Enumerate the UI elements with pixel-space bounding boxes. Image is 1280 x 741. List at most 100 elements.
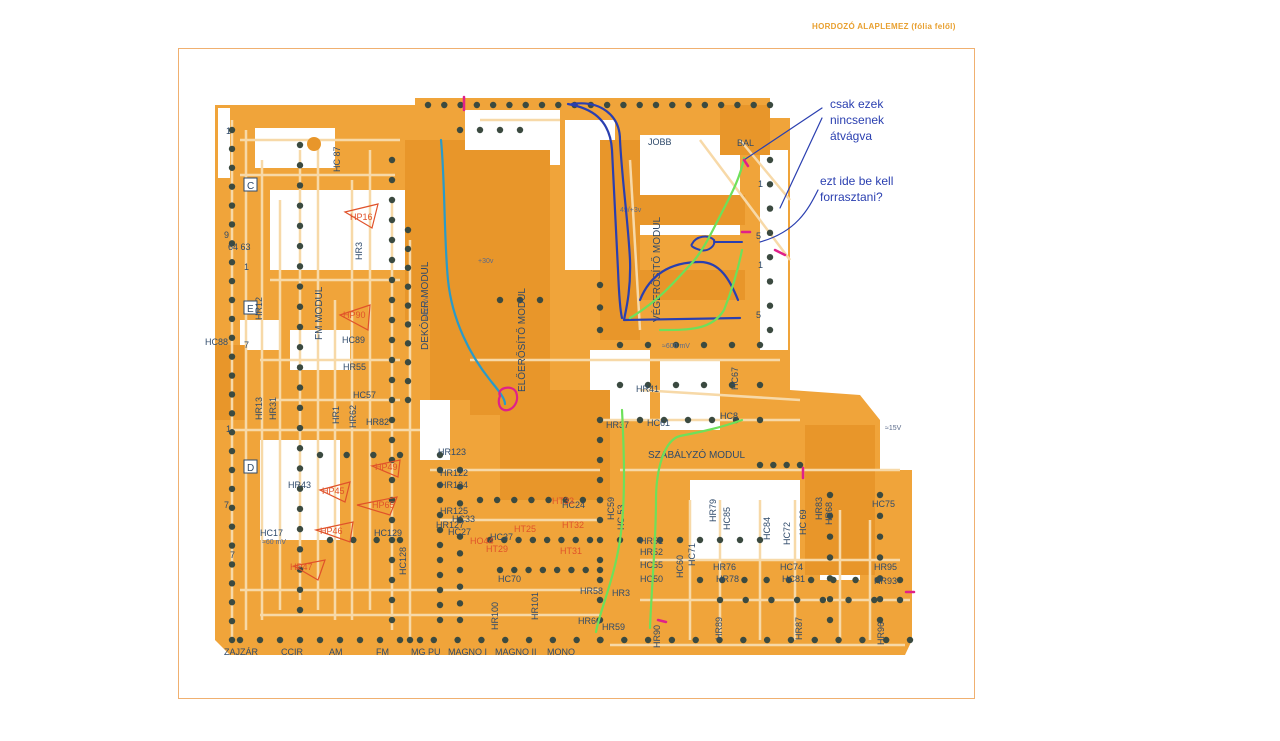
input-label-2: AM	[329, 647, 343, 657]
component-label-red-5: HP46	[320, 526, 343, 536]
input-label-6: MAGNO II	[495, 647, 537, 657]
component-label-48: HC74	[780, 562, 803, 572]
pin-1e: 1	[758, 260, 763, 270]
component-label-14: HC129	[374, 528, 402, 538]
component-label-49: HC81	[782, 574, 805, 584]
component-label-red-2: HP49	[375, 462, 398, 472]
eloerosito-module-label: ELŐERŐSÍTŐ MODUL	[514, 288, 528, 392]
component-label-61: HR101	[530, 592, 540, 620]
magenta-ring	[497, 386, 519, 412]
pin-5b: 5	[756, 310, 761, 320]
input-label-1: CCIR	[281, 647, 303, 657]
component-label-10: HR13	[254, 397, 264, 420]
letter-boxes	[243, 177, 258, 474]
input-label-4: MG PU	[411, 647, 441, 657]
voltage-49v: 49/+3v	[620, 207, 642, 214]
pin-7b: 7	[224, 500, 229, 510]
component-label-34: HC55	[640, 560, 663, 570]
component-label-22: HC27	[448, 527, 471, 537]
component-label-18: HR122	[440, 468, 468, 478]
blue-wire-2	[570, 102, 742, 322]
component-label-red-1: HP90	[343, 310, 366, 320]
component-label-17: HR123	[438, 447, 466, 457]
pin-1a: 1	[226, 126, 231, 136]
component-label-15: HC128	[398, 547, 408, 575]
copper-pours	[215, 105, 875, 575]
component-label-red-10: HT31	[560, 546, 582, 556]
input-label-3: FM	[376, 647, 389, 657]
component-label-5: HR55	[343, 362, 366, 372]
pin-7c: 7	[230, 550, 235, 560]
component-label-28: HC8	[720, 411, 738, 421]
component-label-59: HC70	[498, 574, 521, 584]
annotation-wires	[439, 102, 823, 634]
component-label-31: HC67	[730, 367, 740, 390]
letter-e: E	[247, 304, 254, 315]
component-label-red-11: HT25	[514, 524, 536, 534]
component-label-55: HR89	[714, 617, 724, 640]
component-label-2: HR12	[254, 297, 264, 320]
blue-wire-3	[638, 260, 740, 302]
component-label-58: HR58	[580, 586, 603, 596]
component-label-19: HR124	[440, 480, 468, 490]
component-label-13: HC17	[260, 528, 283, 538]
annotation-note-solder: ezt ide be kell forrasztani?	[820, 174, 894, 204]
blue-pointer-2	[779, 117, 823, 209]
component-label-35: HC50	[640, 574, 663, 584]
pin-9: 9	[224, 230, 229, 240]
component-label-red-12: HT33	[552, 496, 574, 506]
component-label-32: HR51	[640, 536, 663, 546]
component-label-16: HR127	[436, 520, 464, 530]
pin-5a: 5	[756, 231, 761, 241]
component-label-red-0: HP16	[350, 212, 373, 222]
szabalyzo-module-label: SZABÁLYZÓ MODUL	[648, 448, 745, 461]
voltage-30v: +30v	[478, 258, 494, 265]
component-label-8: HR62	[348, 405, 358, 428]
component-label-51: HR93	[874, 576, 897, 586]
component-label-54: HR90	[652, 625, 662, 648]
component-label-38: HR76	[713, 562, 736, 572]
blue-loop	[690, 235, 743, 252]
component-label-56: HR60	[578, 616, 601, 626]
component-label-20: HR125	[440, 506, 468, 516]
component-label-41: HC85	[722, 507, 732, 530]
vegerosito-module-label: VÉGERŐSÍTŐ MODUL	[649, 217, 663, 322]
component-label-red-3: HP65	[372, 500, 395, 510]
component-label-50: HR95	[874, 562, 897, 572]
component-label-45: HC 69	[798, 509, 808, 535]
component-label-11: HR31	[268, 397, 278, 420]
component-label-6: HC57	[353, 390, 376, 400]
component-label-12: HR43	[288, 480, 311, 490]
component-label-47: HC75	[872, 499, 895, 509]
component-label-1: HR3	[354, 242, 364, 260]
component-label-57: HR59	[602, 622, 625, 632]
green-wire-1	[628, 156, 746, 320]
blue-pointer-3	[759, 189, 819, 243]
component-label-24: HC24	[562, 500, 585, 510]
component-label-red-4: HP45	[322, 486, 345, 496]
component-label-29: HR37	[606, 420, 629, 430]
component-label-42: HR83	[814, 497, 824, 520]
component-label-3: HC88	[205, 337, 228, 347]
component-label-0: HC 87	[332, 146, 342, 172]
component-label-39: HR78	[716, 574, 739, 584]
blue-pointer-1	[743, 107, 823, 161]
component-label-36: HC60	[675, 555, 685, 578]
input-label-0: ZAJZÁR	[224, 647, 259, 657]
voltage-15v: ≈15V	[885, 425, 902, 432]
pin-6463: 64 63	[228, 242, 251, 252]
component-label-26: HC 53	[616, 504, 626, 530]
voltage-600mv: ≈600 mV	[662, 343, 690, 350]
component-label-red-7: HO44	[470, 536, 494, 546]
green-wire-3	[594, 408, 626, 634]
component-labels-red: HP16HP90HP49HP65HP45HP46HP47HO44HT32HT29…	[290, 212, 584, 572]
component-label-53: HR87	[794, 617, 804, 640]
cyan-wire	[439, 138, 507, 406]
component-label-30: HC61	[647, 418, 670, 428]
component-label-62: HR3	[612, 588, 630, 598]
component-label-44: HC72	[782, 522, 792, 545]
component-label-23: HC37	[490, 532, 513, 542]
jobb-channel-label: JOBB	[648, 137, 672, 147]
component-label-27: HR41	[636, 384, 659, 394]
